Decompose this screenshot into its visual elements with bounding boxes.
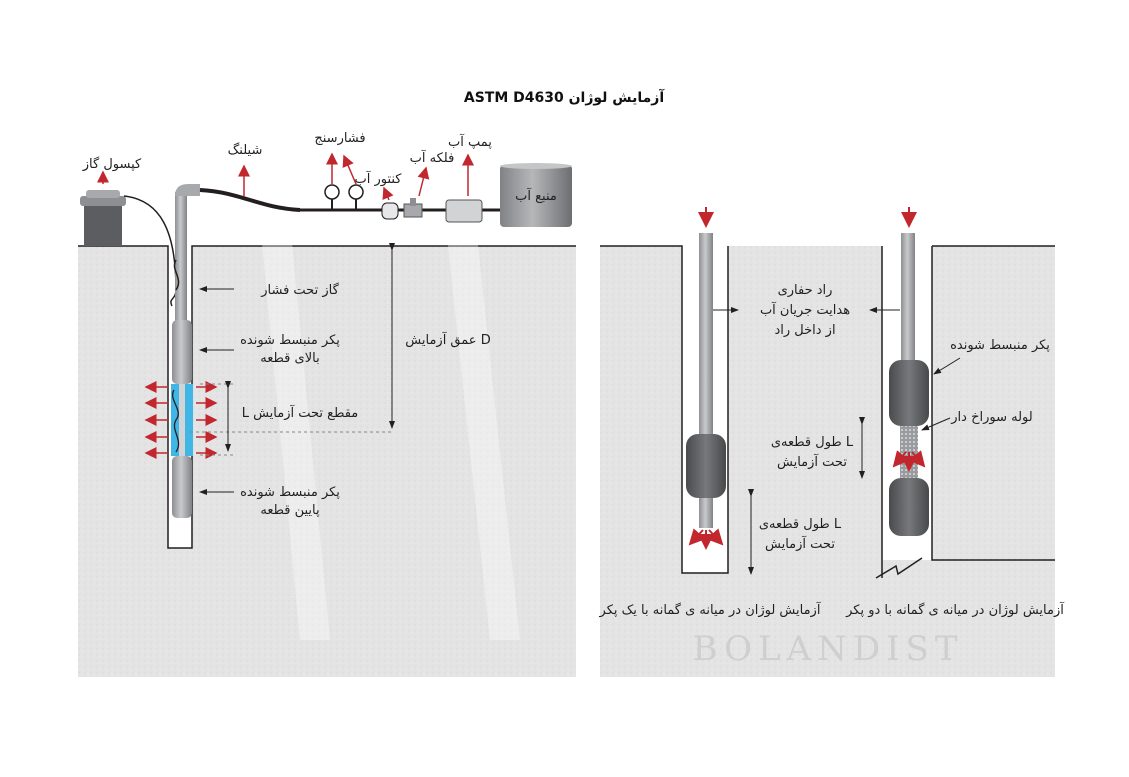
upper-packer-double	[889, 360, 929, 426]
label-length-2b: تحت آزمایش	[765, 535, 835, 552]
label-drill-rod-2: هدایت جریان آب	[760, 301, 850, 318]
label-length-1a: L طول قطعه‌ی	[771, 435, 854, 450]
borehole-single	[600, 245, 729, 574]
watermark: BOLANDIST	[692, 629, 963, 669]
label-lower-packer-2: پایین قطعه	[260, 503, 320, 518]
left-panel: کپسول گاز شیلنگ فشارسنج کنتور آب فلکه آب…	[78, 131, 576, 677]
label-water-pump: پمپ آب	[448, 133, 492, 150]
drill-rod-single	[699, 233, 713, 435]
label-water-source: منبع آب	[515, 187, 557, 204]
hose	[199, 188, 301, 212]
water-tank	[500, 165, 572, 227]
single-packer	[686, 434, 726, 498]
diagram-title: آزمایش لوژان ASTM D4630	[464, 88, 665, 106]
label-upper-packer-2: بالای قطعه	[260, 351, 319, 366]
rod	[175, 192, 187, 322]
drill-rod-double	[901, 233, 915, 361]
label-drill-rod-1: راد حفاری	[778, 283, 833, 298]
upper-packer	[172, 320, 192, 384]
break-line	[875, 557, 923, 579]
label-test-depth: D عمق آزمایش	[405, 331, 490, 348]
caption-single-packer: آزمایش لوژان در میانه ی گمانه با یک پکر	[599, 601, 822, 618]
lower-packer	[172, 456, 192, 518]
elbow	[175, 184, 200, 196]
label-perforated-pipe: لوله سوراخ دار	[950, 410, 1032, 425]
label-water-valve: فلکه آب	[410, 149, 455, 166]
borehole-double	[881, 245, 1055, 578]
lower-packer-double	[889, 478, 929, 536]
label-length-2a: L طول قطعه‌ی	[759, 517, 842, 532]
label-test-section: مقطع تحت آزمایش L	[242, 404, 359, 421]
outflow-arrows-double	[892, 450, 926, 472]
label-packer: پکر منبسط شونده	[950, 338, 1050, 353]
equipment-arrows	[97, 152, 474, 201]
ground-right	[600, 246, 1055, 677]
ground-left	[78, 246, 576, 677]
label-drill-rod-3: از داخل راد	[774, 323, 835, 338]
borehole-outline	[78, 245, 576, 549]
outflow-arrows-single	[688, 528, 724, 550]
right-panel: BOLANDIST راد حفاری هدای	[599, 207, 1065, 677]
label-length-1b: تحت آزمایش	[777, 453, 847, 470]
label-pressure-gauge: فشارسنج	[314, 131, 365, 146]
label-upper-packer-1: پکر منبسط شونده	[240, 333, 340, 348]
water-meter	[381, 202, 399, 220]
gas-capsule	[80, 190, 126, 246]
label-lower-packer-1: پکر منبسط شونده	[240, 485, 340, 500]
pressure-gauge-1	[324, 184, 340, 210]
water-pump	[445, 199, 483, 223]
pressure-gauge-2	[348, 184, 364, 210]
label-water-meter: کنتور آب	[354, 170, 402, 187]
caption-double-packer: آزمایش لوژان در میانه ی گمانه با دو پکر	[845, 601, 1065, 618]
watermark-stripes	[255, 170, 520, 640]
label-pressurized-gas: گاز تحت فشار	[260, 282, 339, 298]
label-hose: شیلنگ	[228, 142, 263, 158]
outflow-arrows	[144, 381, 218, 459]
label-gas-capsule: کپسول گاز	[82, 156, 142, 172]
